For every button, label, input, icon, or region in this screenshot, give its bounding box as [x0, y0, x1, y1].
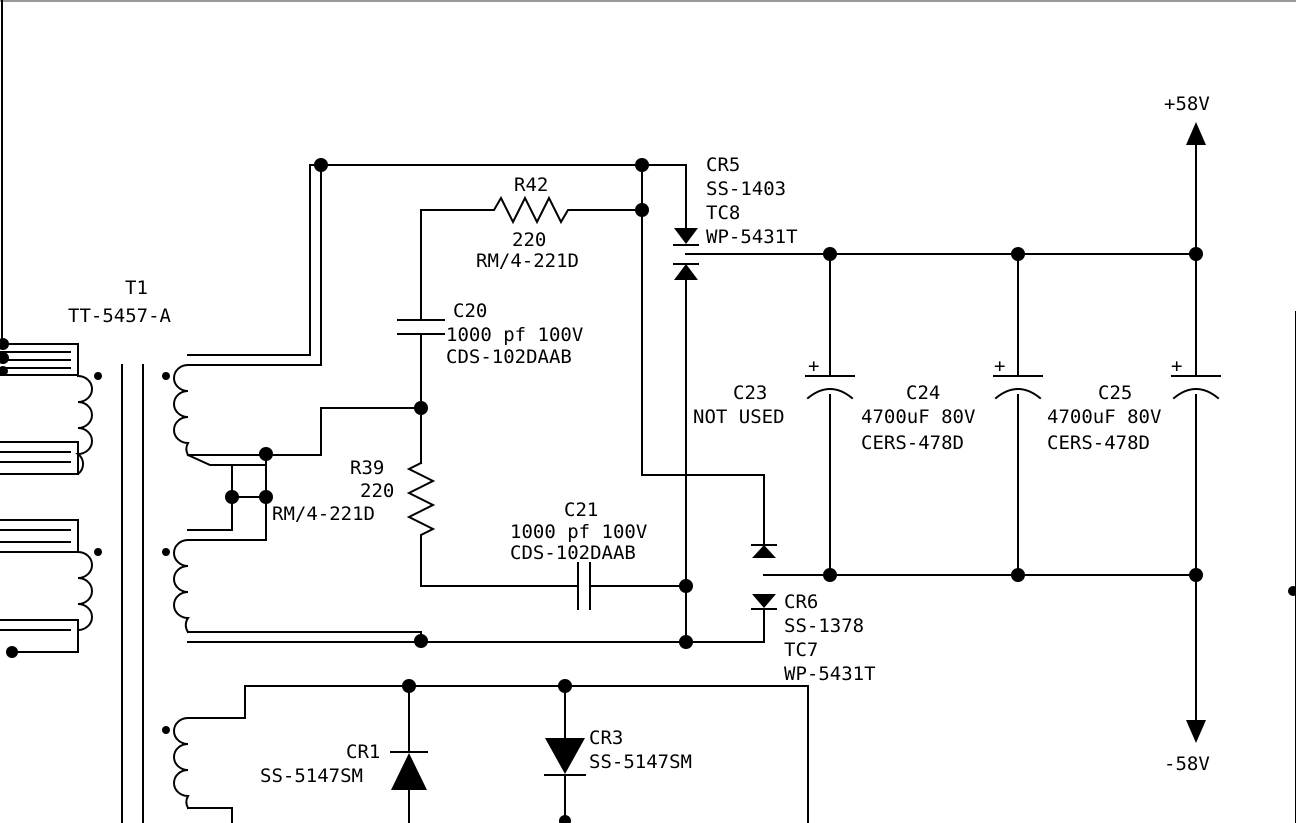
- secondary-winding-bottom: [162, 716, 190, 810]
- cr6-part: SS-1378: [784, 615, 864, 637]
- c25-value: 4700uF 80V: [1047, 406, 1161, 428]
- negative-rail-arrow: [1186, 720, 1206, 743]
- wiring: [186, 144, 1296, 823]
- r42-value: 220: [512, 229, 546, 251]
- negative-rail-label: -58V: [1164, 753, 1210, 775]
- primary-winding-area: [0, 0, 102, 658]
- c23-polarity: +: [808, 355, 819, 377]
- r39-ref: R39: [350, 457, 384, 479]
- transformer-ref: T1: [125, 277, 148, 299]
- cr6-pkg: WP-5431T: [784, 663, 876, 685]
- capacitor-c23-symbol: [805, 375, 855, 400]
- r42-part: RM/4-221D: [476, 250, 579, 272]
- c20-ref: C20: [453, 300, 487, 322]
- c25-polarity: +: [1171, 355, 1182, 377]
- r39-value: 220: [360, 480, 394, 502]
- c23-ref: C23: [733, 382, 767, 404]
- c20-value: 1000 pf 100V: [446, 324, 583, 346]
- c24-polarity: +: [994, 355, 1005, 377]
- transformer-core: [121, 364, 144, 823]
- cr5-tc: TC8: [706, 202, 740, 224]
- capacitor-c25-symbol: [1171, 375, 1221, 400]
- junction-dots: [225, 158, 1296, 823]
- cr1-ref: CR1: [346, 741, 380, 763]
- secondary-winding-middle: [162, 538, 190, 634]
- c24-ref: C24: [906, 382, 940, 404]
- positive-rail-label: +58V: [1164, 93, 1210, 115]
- c25-part: CERS-478D: [1047, 432, 1150, 454]
- c24-part: CERS-478D: [861, 432, 964, 454]
- secondary-winding-top: [162, 363, 190, 457]
- cr3-part: SS-5147SM: [589, 751, 692, 773]
- cr5-part: SS-1403: [706, 178, 786, 200]
- c25-ref: C25: [1098, 382, 1132, 404]
- c21-part: CDS-102DAAB: [510, 542, 636, 564]
- cr6-ref: CR6: [784, 591, 818, 613]
- r39-part: RM/4-221D: [272, 503, 375, 525]
- cr5-ref: CR5: [706, 154, 740, 176]
- c21-ref: C21: [564, 499, 598, 521]
- cr1-part: SS-5147SM: [260, 765, 363, 787]
- diode-cr1-symbol: [390, 751, 428, 790]
- r42-ref: R42: [514, 174, 548, 196]
- c24-value: 4700uF 80V: [861, 406, 975, 428]
- capacitor-c20-symbol: [397, 319, 445, 335]
- cr5-pkg: WP-5431T: [706, 226, 798, 248]
- c21-value: 1000 pf 100V: [510, 521, 647, 543]
- diode-cr5-symbol: [673, 228, 699, 280]
- c23-value: NOT USED: [693, 406, 785, 428]
- capacitor-c24-symbol: [993, 375, 1043, 400]
- capacitor-c21-symbol: [577, 562, 591, 610]
- cr6-tc: TC7: [784, 639, 818, 661]
- diode-cr3-symbol: [544, 738, 586, 776]
- c20-part: CDS-102DAAB: [446, 346, 572, 368]
- diode-cr6-symbol: [751, 544, 777, 610]
- transformer-part: TT-5457-A: [68, 305, 172, 327]
- positive-rail-arrow: [1186, 122, 1206, 145]
- cr3-ref: CR3: [589, 727, 623, 749]
